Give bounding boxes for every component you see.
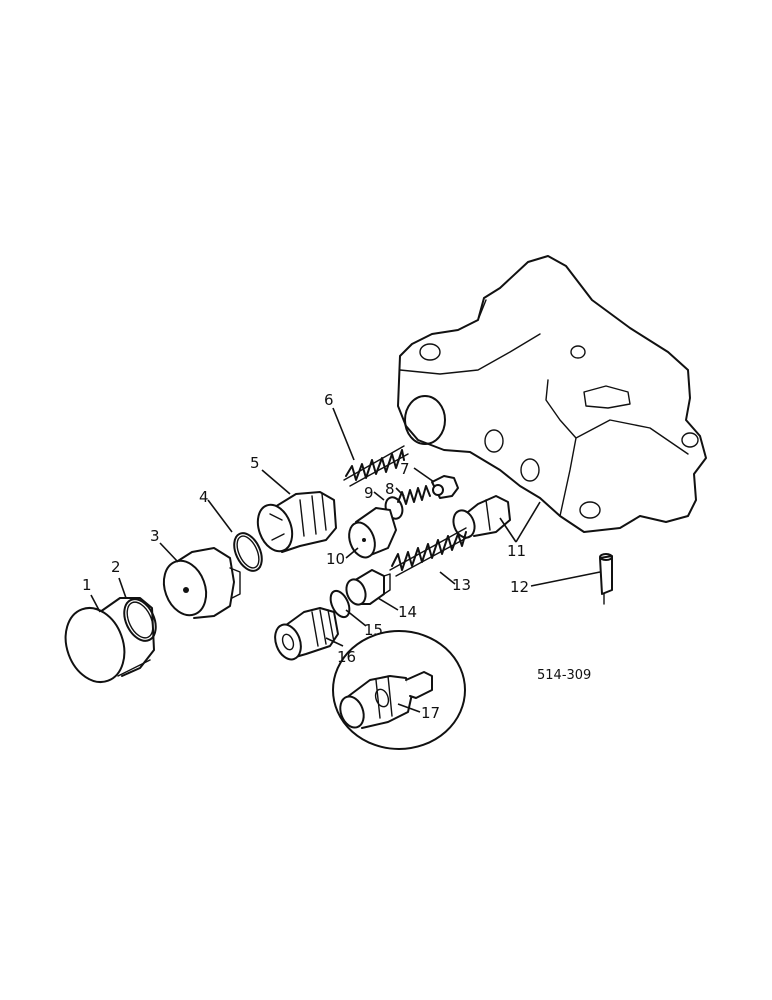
part-plug — [345, 569, 391, 606]
callout-7: 7 — [400, 460, 410, 478]
inset-detail — [332, 630, 466, 750]
part-adjusting-screw — [274, 607, 339, 661]
reference-code: 514-309 — [537, 668, 591, 683]
callout-labels: 1 2 3 4 5 6 7 8 9 10 11 12 13 14 15 16 1… — [82, 391, 529, 722]
callout-8: 8 — [385, 480, 395, 498]
callout-12: 12 — [510, 578, 529, 596]
callout-14: 14 — [398, 603, 417, 621]
callout-11: 11 — [507, 542, 526, 560]
part-o-ring-small — [233, 532, 263, 572]
callout-10: 10 — [326, 550, 345, 568]
part-spring-upper — [343, 445, 409, 487]
callout-3: 3 — [150, 527, 160, 545]
part-o-ring — [123, 598, 157, 642]
callout-13: 13 — [452, 576, 471, 594]
callout-6: 6 — [324, 391, 334, 409]
part-valve-piston — [348, 507, 397, 559]
part-valve-body — [162, 547, 241, 619]
callout-5: 5 — [250, 454, 260, 472]
part-sleeve — [256, 491, 337, 553]
part-poppet — [431, 475, 459, 499]
callout-4: 4 — [199, 488, 209, 506]
part-spring-lower — [389, 527, 471, 577]
part-pistons — [452, 495, 511, 539]
callout-9: 9 — [364, 484, 374, 502]
callout-15: 15 — [364, 621, 383, 639]
callout-16: 16 — [337, 648, 356, 666]
callout-17: 17 — [421, 704, 440, 722]
valve-housing — [397, 255, 707, 533]
part-pin — [599, 553, 613, 605]
leader-lines — [90, 407, 601, 713]
callout-2: 2 — [111, 558, 121, 576]
part-cap — [64, 597, 155, 683]
callout-1: 1 — [82, 576, 92, 594]
part-ring — [329, 589, 351, 619]
